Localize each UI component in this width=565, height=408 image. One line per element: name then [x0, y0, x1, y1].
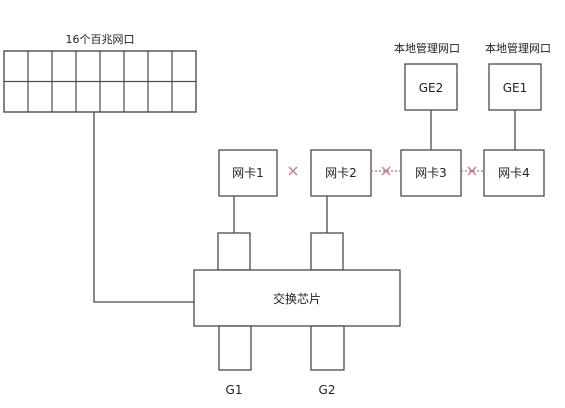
- nic1-nic2-cross-mark: [288, 166, 298, 176]
- switch-upper-port-2: [310, 232, 344, 271]
- ge2-port: [404, 63, 458, 111]
- port-array-link: [93, 112, 194, 303]
- nic1-label: 网卡1: [232, 166, 264, 180]
- g2-label: G2: [319, 383, 336, 397]
- local-mgmt-label-left: 本地管理网口: [394, 41, 460, 55]
- nic3-label: 网卡3: [415, 166, 447, 180]
- g1-port: [218, 325, 252, 371]
- port-array-label: 16个百兆网口: [66, 33, 135, 46]
- nic2-label: 网卡2: [325, 166, 357, 180]
- ge2-label: GE2: [419, 81, 444, 95]
- nic4-label: 网卡4: [498, 166, 530, 180]
- nic4-box: [483, 149, 545, 197]
- ge1-port: [488, 63, 542, 111]
- g1-label: G1: [226, 383, 243, 397]
- g2-port: [310, 325, 345, 371]
- switch-chip-label: 交换芯片: [273, 291, 321, 306]
- switch-chip: [193, 269, 401, 327]
- local-mgmt-label-right: 本地管理网口: [485, 41, 551, 55]
- nic2-box: [310, 149, 372, 197]
- switch-upper-port-1: [217, 232, 251, 271]
- nic2-nic3-cross-mark: [381, 166, 391, 176]
- port-cell: [171, 80, 197, 113]
- ge1-label: GE1: [503, 81, 528, 95]
- nic3-box: [400, 149, 462, 197]
- nic1-box: [218, 149, 278, 197]
- nic3-nic4-cross-mark: [467, 166, 477, 176]
- port-array: [3, 50, 197, 113]
